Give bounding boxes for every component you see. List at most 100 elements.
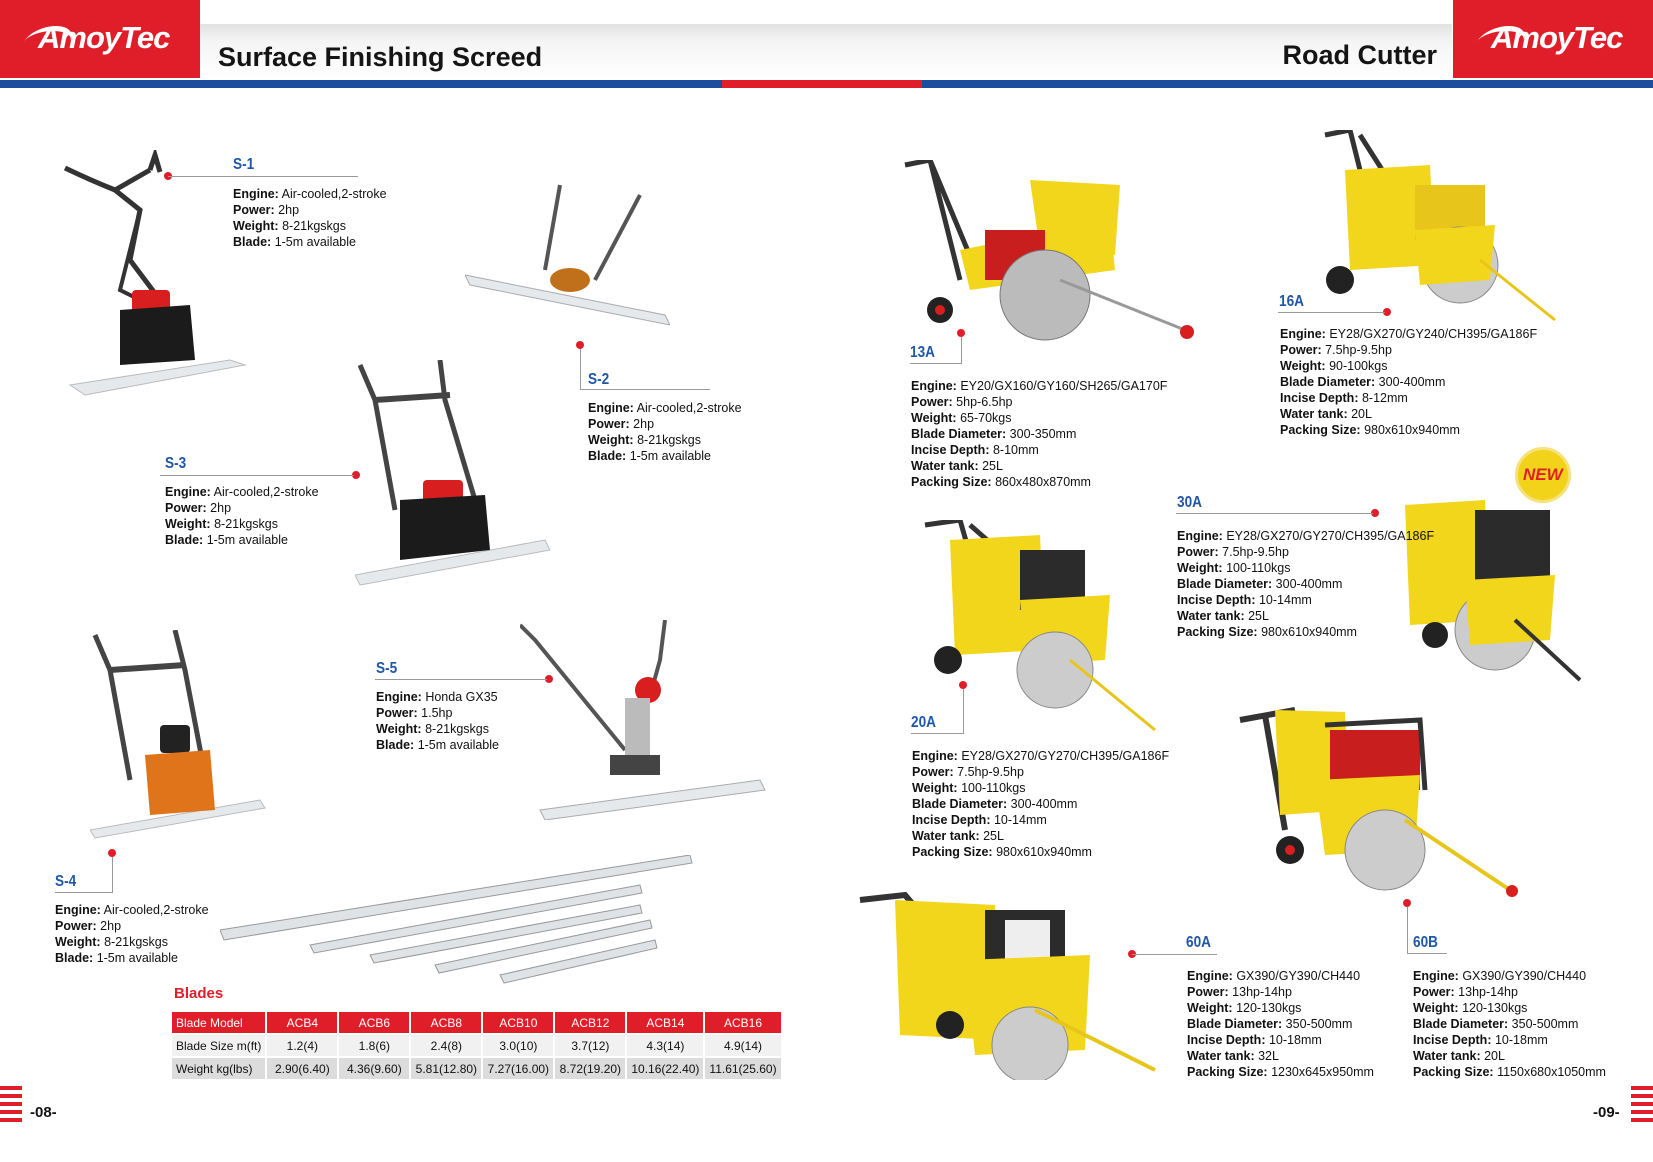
spec-power: Power: 2hp: [55, 919, 122, 933]
spec-engine: Engine: EY28/GX270/GY270/CH395/GA186F: [912, 749, 1170, 763]
spec-power: Power: 7.5hp-9.5hp: [912, 765, 1024, 779]
callout-leader: [580, 389, 710, 390]
spec-blade: Blade: 1-5m available: [376, 738, 499, 752]
spec-blade-diameter: Blade Diameter: 350-500mm: [1413, 1017, 1579, 1031]
spec-engine: Engine: Air-cooled,2-stroke: [165, 485, 319, 499]
callout-leader: [580, 349, 581, 389]
callout-dot: [352, 471, 360, 479]
table-cell: Blade Size m(ft): [169, 1033, 268, 1058]
callout-leader: [1176, 513, 1373, 514]
spec-blade-diameter: Blade Diameter: 350-500mm: [1187, 1017, 1353, 1031]
table-cell: Weight kg(lbs): [169, 1056, 268, 1081]
spec-incise-depth: Incise Depth: 10-14mm: [912, 813, 1047, 827]
table-header-cell: ACB10: [481, 1010, 556, 1035]
spec-engine: Engine: Air-cooled,2-stroke: [233, 187, 387, 201]
callout-leader: [160, 475, 354, 476]
new-badge: NEW: [1515, 447, 1571, 503]
model-label: 60A: [1186, 934, 1211, 951]
header-band-right: [930, 24, 1452, 78]
header-stripe-left: [0, 80, 722, 88]
spec-power: Power: 13hp-14hp: [1413, 985, 1518, 999]
callout-leader: [168, 176, 358, 177]
table-header-cell: ACB8: [409, 1010, 484, 1035]
spec-incise-depth: Incise Depth: 8-12mm: [1280, 391, 1408, 405]
screed-s5-image: [520, 620, 766, 820]
spec-power: Power: 2hp: [588, 417, 655, 431]
callout-leader: [911, 733, 964, 734]
table-row: Blade Size m(ft) 1.2(4) 1.8(6) 2.4(8) 3.…: [169, 1033, 783, 1058]
spec-water-tank: Water tank: 32L: [1187, 1049, 1279, 1063]
spec-list: Engine: EY20/GX160/GY160/SH265/GA170F Po…: [911, 378, 1167, 490]
spec-weight: Weight: 120-130kgs: [1413, 1001, 1528, 1015]
cutter-60b-image: [1239, 707, 1518, 897]
spec-power: Power: 2hp: [165, 501, 232, 515]
table-cell: 2.90(6.40): [265, 1056, 340, 1081]
spec-weight: Weight: 90-100kgs: [1280, 359, 1388, 373]
screed-s3-image: [355, 360, 551, 586]
spec-incise-depth: Incise Depth: 10-18mm: [1187, 1033, 1322, 1047]
model-label: S-1: [233, 156, 255, 173]
spec-weight: Weight: 120-130kgs: [1187, 1001, 1302, 1015]
table-cell: 4.9(14): [703, 1033, 783, 1058]
spec-weight: Weight: 8-21kgskgs: [233, 219, 347, 233]
spec-incise-depth: Incise Depth: 8-10mm: [911, 443, 1039, 457]
table-cell: 2.4(8): [409, 1033, 484, 1058]
spec-weight: Weight: 100-110kgs: [1177, 561, 1291, 575]
spec-list: Engine: EY28/GX270/GY270/CH395/GA186F Po…: [1177, 528, 1434, 640]
spec-power: Power: 5hp-6.5hp: [911, 395, 1013, 409]
table-cell: 4.36(9.60): [337, 1056, 412, 1081]
spec-engine: Engine: GX390/GY390/CH440: [1413, 969, 1587, 983]
callout-leader: [1407, 953, 1447, 954]
table-cell: 8.72(19.20): [553, 1056, 628, 1081]
cutter-16a-image: [1324, 130, 1556, 322]
page-number-right: -09-: [1593, 1104, 1620, 1121]
header-band-left: [200, 24, 722, 78]
callout-leader: [961, 337, 962, 363]
cutter-60a-image: [859, 891, 1156, 1080]
model-label: 60B: [1413, 934, 1438, 951]
callout-dot: [1403, 899, 1411, 907]
new-badge-text: NEW: [1523, 465, 1563, 484]
spec-list: Engine: EY28/GX270/GY240/CH395/GA186F Po…: [1280, 326, 1537, 438]
spec-list: Engine: Air-cooled,2-stroke Power: 2hp W…: [588, 400, 742, 464]
spec-list: Engine: Air-cooled,2-stroke Power: 2hp W…: [165, 484, 319, 548]
table-row: Weight kg(lbs) 2.90(6.40) 4.36(9.60) 5.8…: [169, 1056, 783, 1081]
spec-engine: Engine: GX390/GY390/CH440: [1187, 969, 1361, 983]
callout-dot: [959, 681, 967, 689]
spec-blade-diameter: Blade Diameter: 300-400mm: [1280, 375, 1446, 389]
blades-table: Blade Model ACB4 ACB6 ACB8 ACB10 ACB12 A…: [169, 1010, 783, 1081]
header-stripe-right: [922, 80, 1653, 88]
spec-weight: Weight: 8-21kgskgs: [165, 517, 279, 531]
spec-blade-diameter: Blade Diameter: 300-400mm: [912, 797, 1078, 811]
callout-dot: [957, 329, 965, 337]
spec-blade-diameter: Blade Diameter: 300-400mm: [1177, 577, 1343, 591]
spec-weight: Weight: 8-21kgskgs: [55, 935, 169, 949]
spec-blade: Blade: 1-5m available: [233, 235, 356, 249]
callout-leader: [1132, 954, 1217, 955]
spec-engine: Engine: Honda GX35: [376, 690, 498, 704]
brand-logo-text: AmoyTec: [38, 20, 170, 55]
spec-water-tank: Water tank: 25L: [1177, 609, 1269, 623]
page-title-left: Surface Finishing Screed: [218, 42, 543, 72]
table-header-cell: Blade Model: [169, 1010, 268, 1035]
callout-leader: [375, 679, 547, 680]
spec-list: Engine: EY28/GX270/GY270/CH395/GA186F Po…: [912, 748, 1169, 860]
cutter-13a-image: [904, 160, 1194, 341]
table-header-cell: ACB6: [337, 1010, 412, 1035]
callout-leader: [1407, 907, 1408, 953]
spec-weight: Weight: 8-21kgskgs: [376, 722, 490, 736]
model-label: S-4: [55, 873, 77, 890]
callout-dot: [1383, 308, 1391, 316]
screed-s1-image: [63, 150, 247, 396]
spec-engine: Engine: EY28/GX270/GY240/CH395/GA186F: [1280, 327, 1538, 341]
cutter-20a-image: [924, 520, 1156, 732]
spec-packing-size: Packing Size: 860x480x870mm: [911, 475, 1091, 489]
model-label: 30A: [1177, 494, 1202, 511]
callout-dot: [576, 341, 584, 349]
table-cell: 3.7(12): [553, 1033, 628, 1058]
spec-weight: Weight: 65-70kgs: [911, 411, 1012, 425]
spec-packing-size: Packing Size: 1230x645x950mm: [1187, 1065, 1374, 1079]
spec-water-tank: Water tank: 25L: [911, 459, 1003, 473]
model-label: S-5: [376, 660, 398, 677]
spec-power: Power: 1.5hp: [376, 706, 453, 720]
